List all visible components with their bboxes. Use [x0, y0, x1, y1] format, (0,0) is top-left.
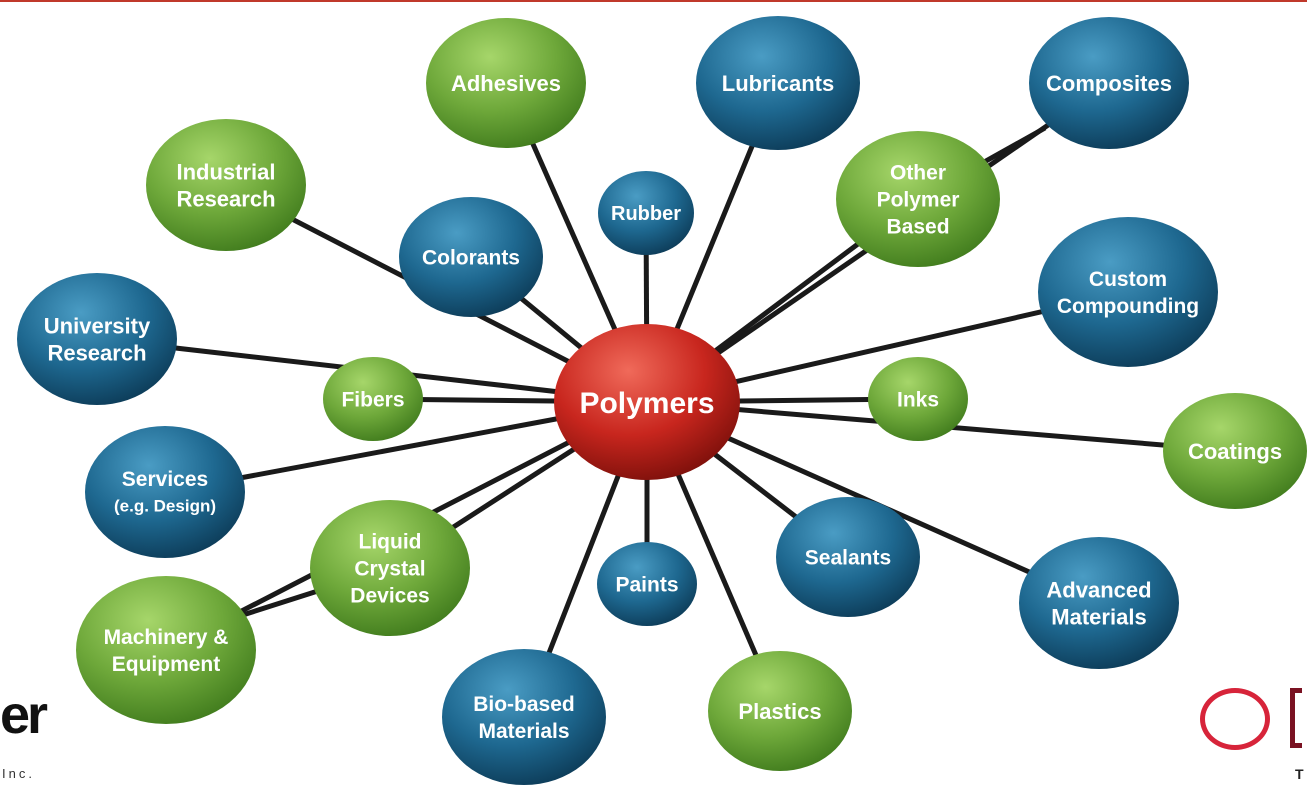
node-label-sealants-line-1: Sealants [805, 547, 891, 570]
node-label-services-line-1: Services [122, 468, 208, 491]
node-label-fibers-line-1: Fibers [341, 389, 404, 412]
node-plastics: Plastics [708, 651, 852, 771]
node-label-paints-line-1: Paints [615, 574, 678, 597]
node-label-advanced-materials-line-2: Materials [1051, 604, 1146, 629]
node-label-other-polymer-based-line-3: Based [886, 216, 949, 239]
center-label: Polymers [579, 387, 714, 420]
node-label-bio-based-materials-line-2: Materials [478, 720, 569, 743]
node-sealants: Sealants [776, 497, 920, 617]
center-bubble [554, 324, 740, 480]
node-bubble-coatings [1163, 393, 1307, 509]
node-label-machinery-equipment-line-2: Equipment [112, 653, 221, 676]
node-label-custom-compounding-line-2: Compounding [1057, 295, 1199, 318]
node-rubber: Rubber [598, 171, 694, 255]
node-label-rubber-line-1: Rubber [611, 203, 681, 225]
node-bubble-services [85, 426, 245, 558]
node-inks: Inks [868, 357, 968, 441]
node-bubble-lubricants [696, 16, 860, 150]
node-coatings: Coatings [1163, 393, 1307, 509]
node-bubble-other-polymer-based [836, 131, 1000, 267]
node-bubble-industrial-research [146, 119, 306, 251]
node-bubble-colorants [399, 197, 543, 317]
node-colorants: Colorants [399, 197, 543, 317]
node-label-plastics-line-1: Plastics [738, 699, 821, 724]
node-label-lubricants-line-1: Lubricants [722, 71, 834, 96]
node-services: Services (e.g. Design) [85, 426, 245, 558]
node-lubricants: Lubricants [696, 16, 860, 150]
node-bubble-inks [868, 357, 968, 441]
right-logo-ring [1200, 688, 1270, 750]
node-label-university-research-line-2: Research [47, 340, 146, 365]
node-label-other-polymer-based-line-1: Other [890, 162, 946, 185]
node-bubble-sealants [776, 497, 920, 617]
center-node-polymers: Polymers [554, 324, 740, 480]
node-label-services-line-2: (e.g. Design) [114, 497, 216, 516]
node-bubble-plastics [708, 651, 852, 771]
node-bubble-paints [597, 542, 697, 626]
node-label-bio-based-materials-line-1: Bio-based [473, 693, 575, 716]
node-label-other-polymer-based-line-2: Polymer [877, 189, 960, 212]
node-bubble-fibers [323, 357, 423, 441]
right-logo-letter: T [1295, 766, 1304, 782]
node-bubble-university-research [17, 273, 177, 405]
node-composites: Composites [1029, 17, 1189, 149]
node-bubble-machinery-equipment [76, 576, 256, 724]
node-label-university-research-line-1: University [44, 313, 151, 338]
node-bubble-adhesives [426, 18, 586, 148]
node-label-industrial-research-line-2: Research [176, 186, 275, 211]
node-label-liquid-crystal-devices-line-1: Liquid [359, 531, 422, 554]
top-rule [0, 0, 1307, 2]
node-label-advanced-materials-line-1: Advanced [1046, 577, 1151, 602]
node-label-industrial-research-line-1: Industrial [176, 159, 275, 184]
node-label-liquid-crystal-devices-line-3: Devices [350, 585, 429, 608]
node-bubble-advanced-materials [1019, 537, 1179, 669]
left-logo-sub: Inc. [2, 766, 35, 781]
node-label-adhesives-line-1: Adhesives [451, 71, 561, 96]
node-bubble-composites [1029, 17, 1189, 149]
node-bubble-liquid-crystal-devices [310, 500, 470, 636]
node-label-liquid-crystal-devices-line-2: Crystal [354, 558, 425, 581]
node-paints: Paints [597, 542, 697, 626]
left-logo-mark: er [0, 685, 48, 745]
node-label-inks-line-1: Inks [897, 389, 939, 412]
node-label-custom-compounding-line-1: Custom [1089, 268, 1167, 291]
node-bubble-bio-based-materials [442, 649, 606, 785]
node-fibers: Fibers [323, 357, 423, 441]
node-machinery-equipment: Machinery & Equipment [76, 576, 256, 724]
node-bubble-custom-compounding [1038, 217, 1218, 367]
node-label-colorants-line-1: Colorants [422, 247, 520, 270]
right-logo-bar [1290, 688, 1302, 748]
node-adhesives: Adhesives [426, 18, 586, 148]
node-label-composites-line-1: Composites [1046, 71, 1172, 96]
node-label-machinery-equipment-line-1: Machinery & [104, 626, 229, 649]
node-bubble-rubber [598, 171, 694, 255]
node-label-coatings-line-1: Coatings [1188, 439, 1282, 464]
